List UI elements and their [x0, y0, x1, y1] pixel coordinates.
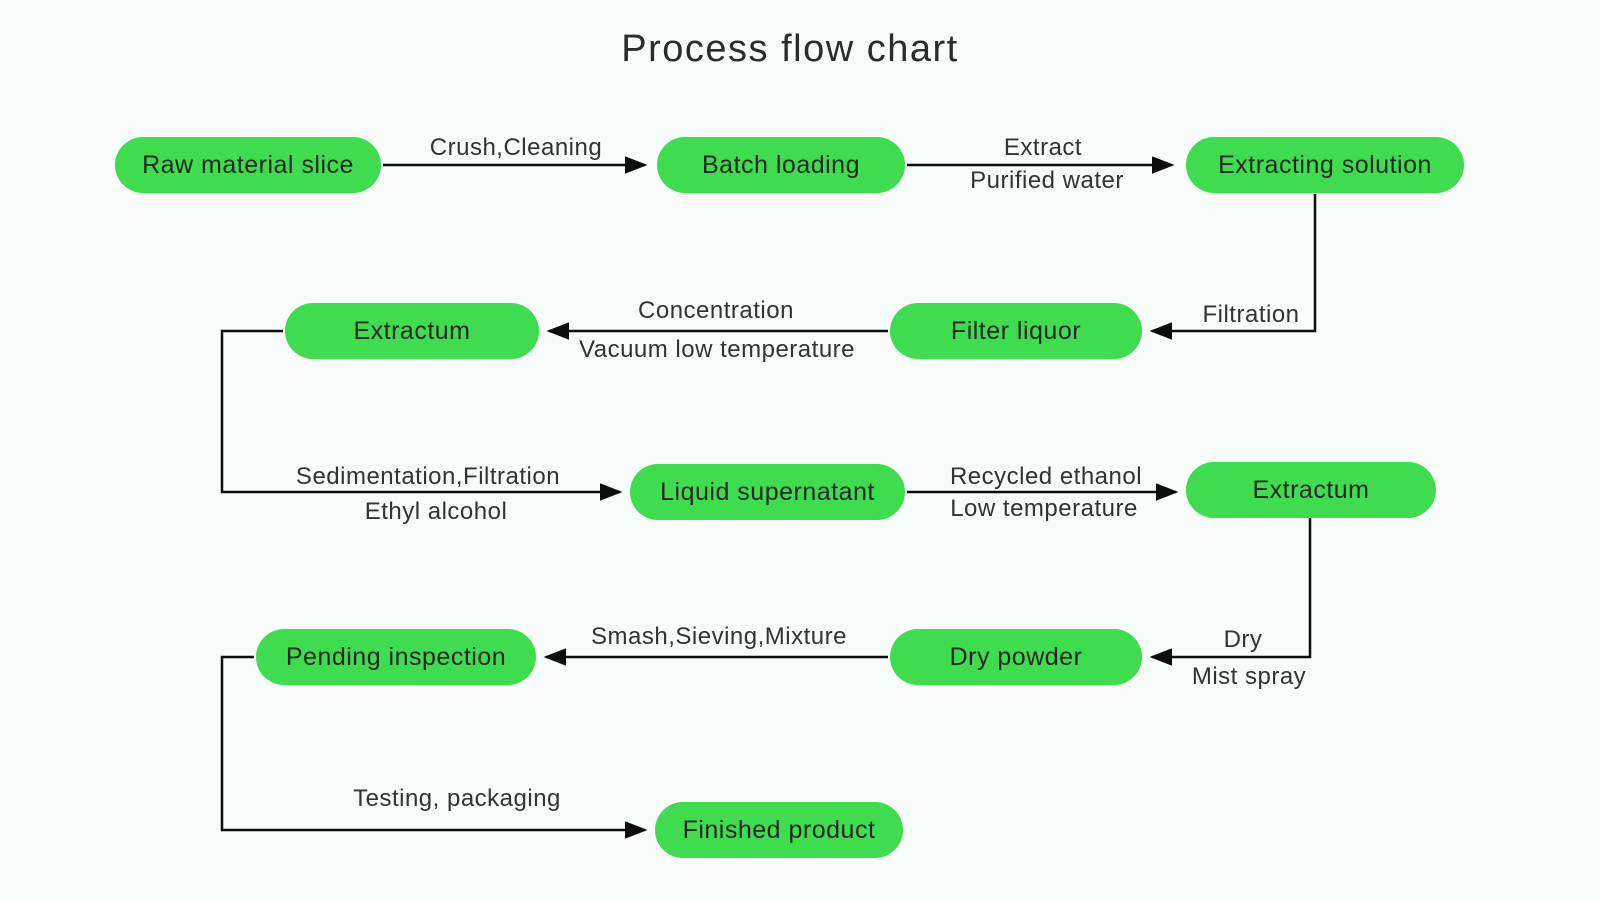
edge-label-dry: Dry [1223, 626, 1263, 653]
node-pending-inspection: Pending inspection [256, 629, 536, 685]
edge-extractum2-to-drypowder [1149, 518, 1312, 666]
edge-extracting-to-filter [1149, 194, 1317, 340]
edge-label-testing-packaging: Testing, packaging [353, 785, 561, 812]
edge-label-vacuum-low-temperature: Vacuum low temperature [578, 336, 856, 363]
node-extractum-2: Extractum [1186, 462, 1436, 518]
edge-label-ethyl-alcohol: Ethyl alcohol [364, 498, 508, 525]
edge-label-low-temperature: Low temperature [950, 495, 1138, 522]
node-raw-material-slice: Raw material slice [115, 137, 381, 193]
page-title: Process flow chart [621, 28, 959, 70]
edge-label-smash-sieving-mixture: Smash,Sieving,Mixture [591, 623, 847, 650]
edge-label-filtration: Filtration [1202, 301, 1300, 328]
edge-label-purified-water: Purified water [970, 167, 1124, 194]
edge-pending-to-finished [220, 655, 648, 839]
edge-label-crush-cleaning: Crush,Cleaning [429, 134, 603, 161]
edge-label-mist-spray: Mist spray [1191, 663, 1307, 690]
node-extracting-solution: Extracting solution [1186, 137, 1464, 193]
node-filter-liquor: Filter liquor [890, 303, 1142, 359]
edge-label-sedimentation-filtration: Sedimentation,Filtration [295, 463, 561, 490]
node-dry-powder: Dry powder [890, 629, 1142, 685]
node-liquid-supernatant: Liquid supernatant [630, 464, 905, 520]
edge-label-extract: Extract [1003, 134, 1083, 161]
node-batch-loading: Batch loading [657, 137, 905, 193]
node-finished-product: Finished product [655, 802, 903, 858]
edge-label-concentration: Concentration [638, 297, 794, 324]
node-extractum-1: Extractum [285, 303, 539, 359]
edge-extractum1-to-supernatant [220, 329, 623, 501]
edge-label-recycled-ethanol: Recycled ethanol [949, 463, 1143, 490]
